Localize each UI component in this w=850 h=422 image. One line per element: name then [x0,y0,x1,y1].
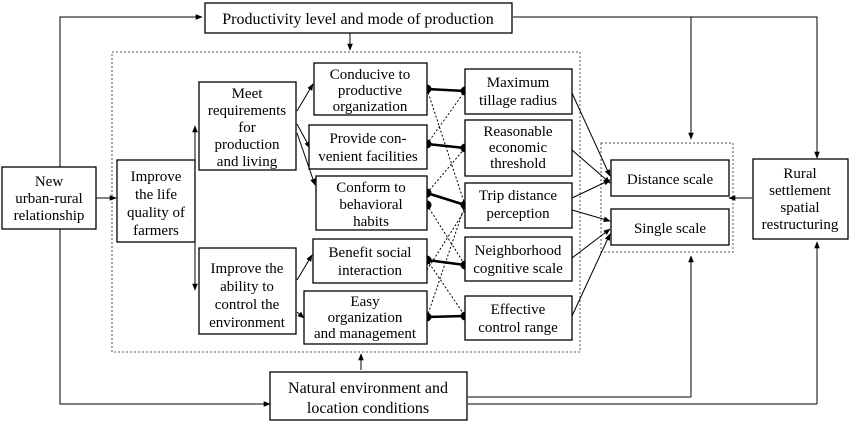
rural-settlement-line-3: spatial [780,200,819,216]
reasonable-line-1: Reasonable [483,124,552,140]
new-urban-rural-box: New urban-rural relationship [1,166,97,230]
new-urban-rural-line-2: urban-rural [15,191,82,207]
conducive-line-1: Conducive to [330,67,410,83]
effective-line-2: control range [478,320,558,336]
conducive-line-3: organization [333,99,408,115]
improve-ability-line-2: ability to [220,279,274,295]
rural-settlement-box: Rural settlement spatial restructuring [752,158,849,240]
easy-line-2: organization [328,310,403,326]
effective-line-1: Effective [491,302,546,318]
single-scale-label: Single scale [634,221,706,237]
conducive-box: Conducive to productive organization [313,62,428,116]
meet-requirements-line-4: production [215,137,280,153]
reasonable-line-3: threshold [490,156,546,172]
scale-dashed-frame [600,142,734,253]
easy-line-3: and management [314,326,417,342]
trip-line-1: Trip distance [479,188,558,204]
benefit-box: Benefit social interaction [312,238,428,284]
provide-box: Provide con- venient facilities [308,124,428,170]
new-urban-rural-line-1: New [35,174,63,190]
effective-box: Effective control range [464,295,573,341]
distance-scale-label: Distance scale [627,172,714,188]
provide-line-1: Provide con- [329,131,406,147]
improve-life-line-4: farmers [133,223,179,239]
easy-box: Easy organization and management [303,290,428,345]
neighborhood-box: Neighborhood cognitive scale [464,236,573,282]
natural-label-line-1: Natural environment and [288,380,448,397]
meet-requirements-line-1: Meet [232,86,264,102]
improve-life-line-3: quality of [127,205,185,221]
connectors [59,14,820,407]
trip-line-2: perception [486,206,550,222]
natural-box: Natural environment and location conditi… [269,371,468,421]
new-urban-rural-line-3: relationship [14,208,85,224]
meet-requirements-line-5: and living [217,154,278,170]
reasonable-box: Reasonable economic threshold [464,119,573,177]
productivity-box: Productivity level and mode of productio… [204,2,513,34]
neighborhood-line-1: Neighborhood [475,243,562,259]
reasonable-line-2: economic [489,140,548,156]
benefit-line-1: Benefit social [329,245,412,261]
easy-line-1: Easy [350,294,380,310]
meet-requirements-box: Meet requirements for production and liv… [198,81,297,171]
improve-ability-line-1: Improve the [211,261,284,277]
rural-settlement-line-4: restructuring [762,217,839,233]
conducive-line-2: productive [338,83,402,99]
meet-requirements-line-3: for [238,120,256,136]
productivity-label: Productivity level and mode of productio… [222,11,494,28]
inner-dashed-frame [111,51,581,353]
provide-line-2: venient facilities [318,149,418,165]
conform-line-1: Conform to [336,180,406,196]
conform-box: Conform to behavioral habits [315,175,428,231]
natural-label-line-2: location conditions [307,400,429,417]
improve-ability-line-4: environment [209,315,286,331]
max-tillage-line-1: Maximum [487,75,550,91]
single-scale-box: Single scale [610,208,730,246]
improve-ability-box: Improve the ability to control the envir… [198,247,297,335]
cross-links [422,84,470,322]
improve-life-line-2: the life [135,187,177,203]
meet-requirements-line-2: requirements [208,103,286,119]
conform-line-2: behavioral [339,197,402,213]
improve-ability-line-3: control the [215,297,280,313]
trip-box: Trip distance perception [464,182,573,229]
benefit-line-2: interaction [338,263,403,279]
max-tillage-box: Maximum tillage radius [464,68,573,115]
rural-settlement-line-1: Rural [783,166,816,182]
neighborhood-line-2: cognitive scale [473,261,563,277]
distance-scale-box: Distance scale [610,159,730,197]
max-tillage-line-2: tillage radius [479,93,557,109]
rural-settlement-line-2: settlement [769,183,831,199]
improve-life-box: Improve the life quality of farmers [116,159,196,243]
conform-line-3: habits [353,214,389,230]
improve-life-line-1: Improve [131,169,182,185]
